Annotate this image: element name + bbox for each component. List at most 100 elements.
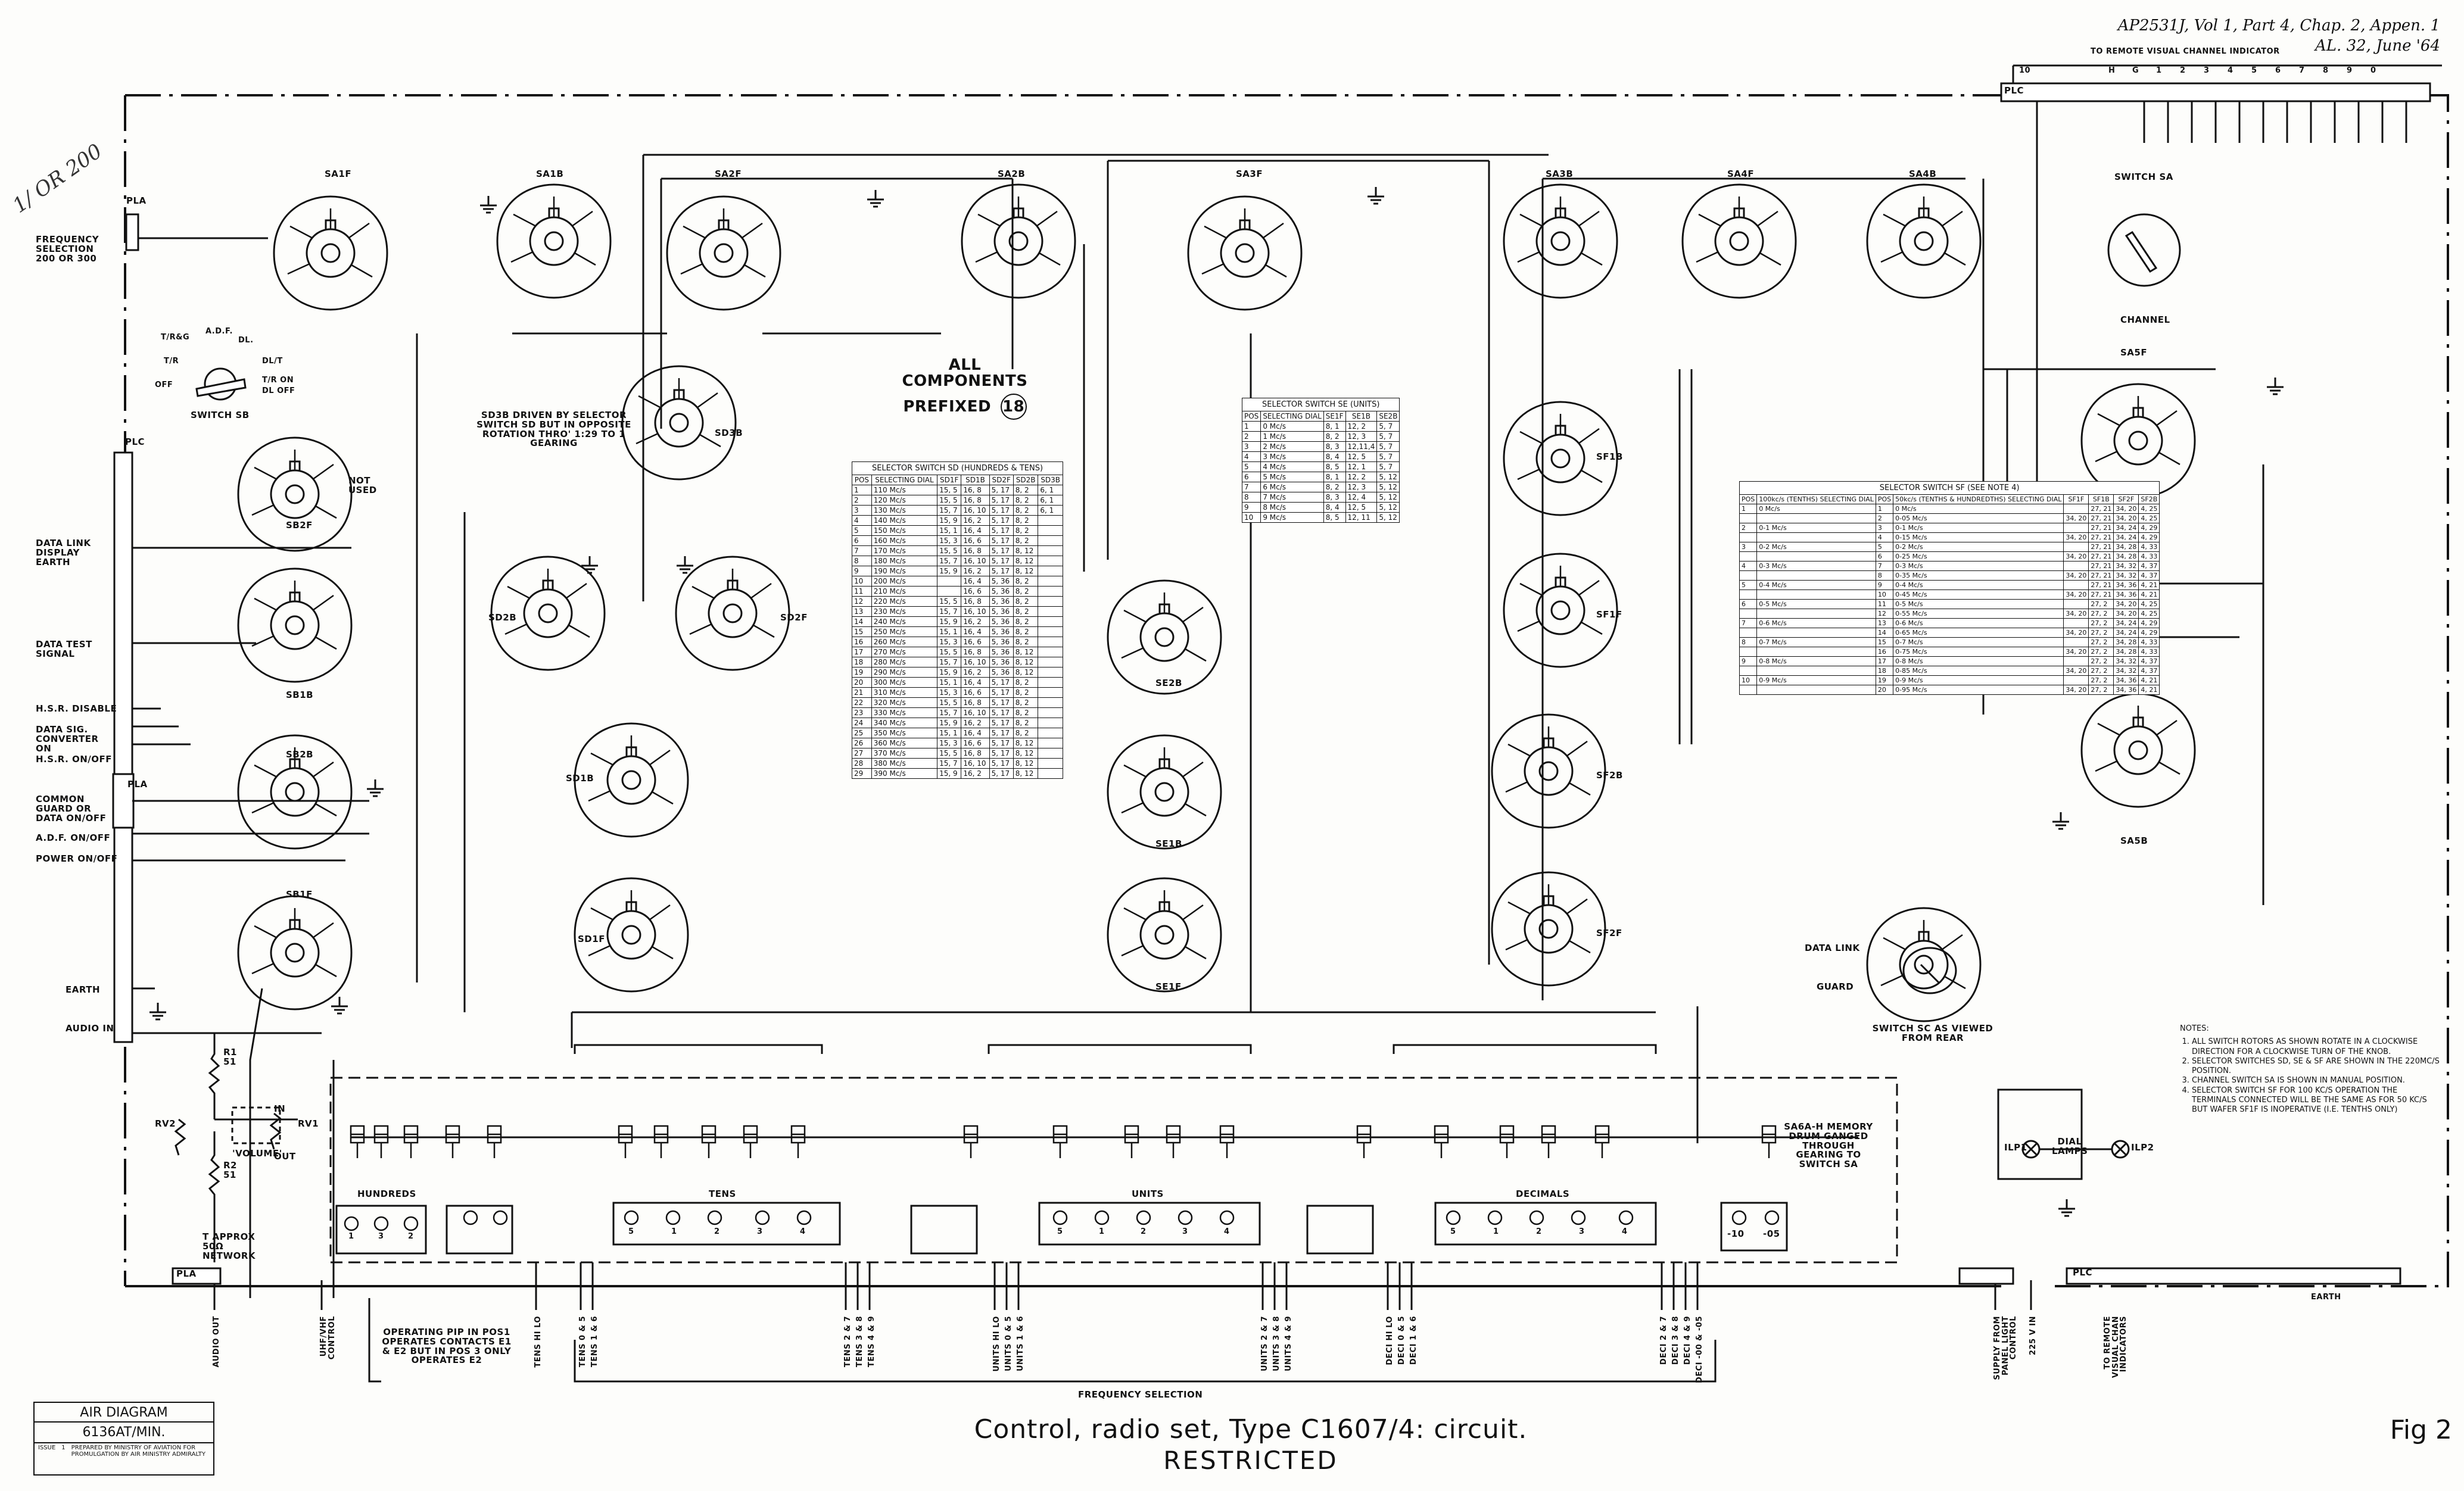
table-cell: 4, 21 <box>2138 580 2160 590</box>
table-cell: 4, 29 <box>2138 618 2160 628</box>
table-cell: 6, 1 <box>1038 495 1063 506</box>
table-cell <box>1739 513 1758 523</box>
table-cell: 5, 7 <box>1376 461 1400 472</box>
table-cell: 15, 9 <box>937 718 962 728</box>
table-cell: 12, 5 <box>1345 502 1378 513</box>
table-cell: 300 Mc/s <box>871 677 938 688</box>
plc-pin-label: 6 <box>2275 66 2281 75</box>
table-cell: 320 Mc/s <box>871 697 938 708</box>
table-cell: 340 Mc/s <box>871 718 938 728</box>
table-header-cell: 100kc/s (TENTHS) SELECTING DIAL <box>1756 494 1876 504</box>
table-cell <box>2063 675 2089 685</box>
table-cell: 16, 8 <box>961 748 990 759</box>
table-cell: 5 <box>1739 580 1758 590</box>
table-cell: 27, 2 <box>2088 599 2114 609</box>
table-cell <box>1038 545 1063 556</box>
table-cell: 2 <box>1241 431 1261 442</box>
table-cell: 8, 12 <box>1013 738 1039 748</box>
table-cell: 16, 6 <box>961 738 990 748</box>
table-cell: 210 Mc/s <box>871 586 938 597</box>
table-cell: 0 Mc/s <box>1893 504 2064 514</box>
table-cell: 27, 21 <box>2088 580 2114 590</box>
label-switch-sa: SWITCH SA <box>2114 171 2173 182</box>
drum-digit: 1 <box>1493 1227 1499 1236</box>
table-cell <box>1756 609 1876 619</box>
table-cell: 10 <box>1241 512 1261 523</box>
table-cell: 9 <box>1241 502 1261 513</box>
table-cell: 8, 2 <box>1013 525 1039 536</box>
table-cell: 4, 25 <box>2138 504 2160 514</box>
table-header-cell: SELECTING DIAL <box>1260 411 1324 422</box>
table-cell: 4, 29 <box>2138 532 2160 542</box>
table-cell <box>1756 647 1876 657</box>
table-header-cell: SF2B <box>2138 494 2160 504</box>
table-cell: 0-4 Mc/s <box>1893 580 2064 590</box>
table-cell: 11 <box>1875 599 1894 609</box>
drum-units: UNITS <box>1132 1189 1164 1199</box>
table-header-cell: SE1F <box>1323 411 1346 422</box>
table-cell: 0-3 Mc/s <box>1756 561 1876 571</box>
left-label-freq: FREQUENCY SELECTION 200 OR 300 <box>36 234 99 264</box>
table-cell <box>1038 647 1063 657</box>
table-cell: 15, 1 <box>937 677 962 688</box>
left-label-adf: A.D.F. ON/OFF <box>36 832 111 843</box>
table-cell: 0-4 Mc/s <box>1756 580 1876 590</box>
table-cell: 16, 4 <box>961 525 990 536</box>
table-cell <box>1038 657 1063 667</box>
table-cell <box>2063 656 2089 666</box>
table-cell: 12,11,4 <box>1345 441 1378 452</box>
table-cell <box>1038 626 1063 637</box>
table-header-cell: SD1F <box>937 475 962 485</box>
table-cell <box>1038 728 1063 738</box>
table-cell: 12, 1 <box>1345 461 1378 472</box>
table-cell: 9 Mc/s <box>1260 512 1324 523</box>
table-cell: 16, 4 <box>961 728 990 738</box>
table-cell <box>1756 628 1876 638</box>
bottom-pin-label: UNITS HI LO <box>992 1316 1001 1372</box>
table-cell: 8, 1 <box>1323 421 1346 432</box>
table-cell: 34, 20 <box>2113 609 2139 619</box>
table-cell: 5, 17 <box>989 718 1014 728</box>
banner-line1: ALL COMPONENTS <box>902 356 1028 391</box>
diagram-title: Control, radio set, Type C1607/4: circui… <box>974 1414 1528 1445</box>
table-cell: 4 <box>1241 451 1261 462</box>
bottom-pin-label: UNITS 0 & 5 <box>1004 1316 1013 1372</box>
table-cell <box>1739 570 1758 581</box>
table-cell: 34, 20 <box>2063 532 2089 542</box>
label-sa1f: SA1F <box>325 169 352 179</box>
table-cell: 380 Mc/s <box>871 758 938 769</box>
table-header-cell: SD3B <box>1038 475 1063 485</box>
table-cell: 180 Mc/s <box>871 556 938 566</box>
table-header-cell: POS <box>1875 494 1894 504</box>
table-cell: 8, 4 <box>1323 451 1346 462</box>
left-label-datatest: DATA TEST SIGNAL <box>36 639 92 659</box>
table-cell <box>937 576 962 587</box>
table-header-cell: POS <box>1739 494 1758 504</box>
table-cell: 16, 2 <box>961 667 990 678</box>
table-cell: 12, 2 <box>1345 472 1378 482</box>
table-cell: 34, 20 <box>2063 647 2089 657</box>
table-cell: 8, 12 <box>1013 748 1039 759</box>
table-cell: 0-65 Mc/s <box>1893 628 2064 638</box>
table-cell <box>1756 551 1876 562</box>
table-cell: 5, 17 <box>989 495 1014 506</box>
table-cell: 6 <box>1875 551 1894 562</box>
stamp-issue-no: 1 <box>61 1445 66 1451</box>
classification: RESTRICTED <box>1163 1446 1338 1475</box>
table-cell: 8, 2 <box>1013 515 1039 526</box>
table-cell: 34, 28 <box>2113 647 2139 657</box>
switch-sc-label: SWITCH SC AS VIEWED FROM REAR <box>1872 1023 1993 1043</box>
